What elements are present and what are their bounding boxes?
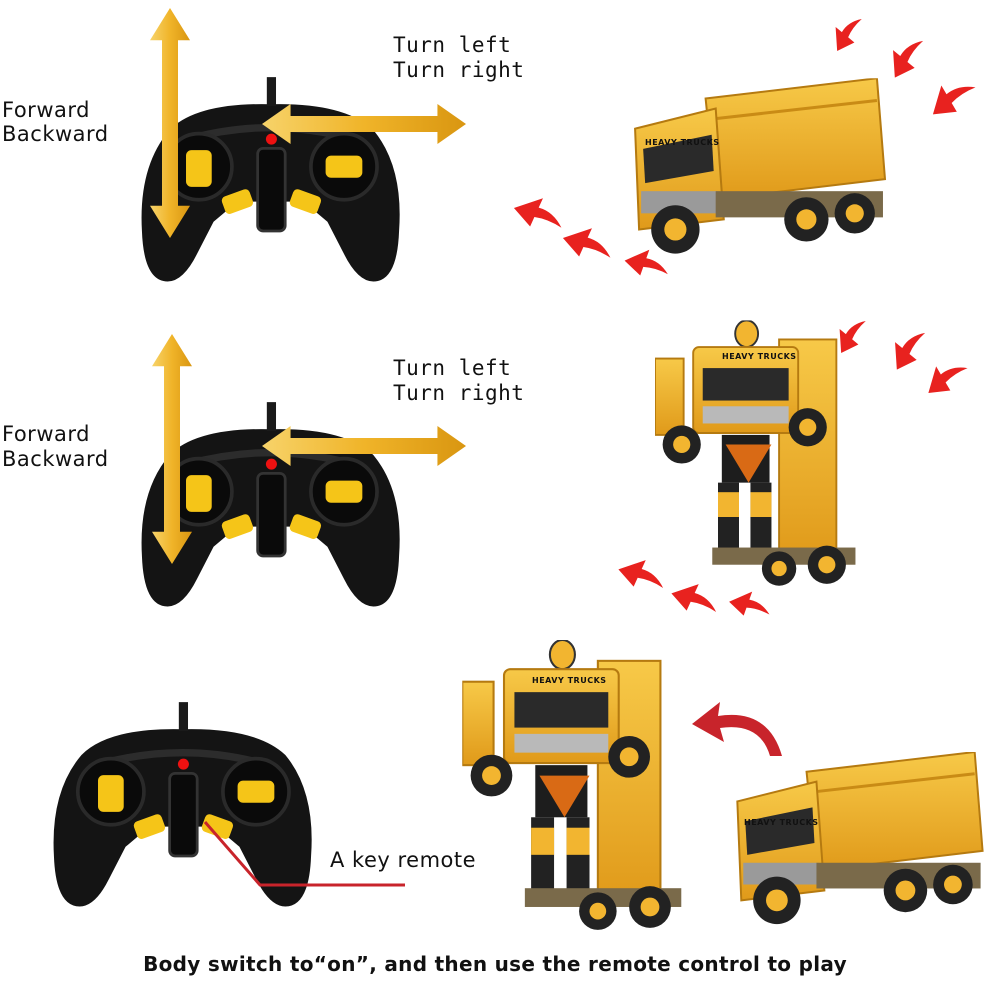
red-motion-arrow-icon bbox=[916, 349, 973, 405]
red-motion-arrow-icon bbox=[921, 68, 981, 126]
truck-image bbox=[625, 78, 887, 260]
robot-badge: HEAVY TRUCKS bbox=[722, 352, 797, 361]
arrow-up-icon bbox=[152, 334, 192, 564]
arrow-up-icon bbox=[150, 8, 190, 238]
truck-image bbox=[722, 752, 990, 930]
panel-truck-mode: Forward Backward Turn left Turn right HE… bbox=[0, 0, 990, 300]
key-remote-label: A key remote bbox=[330, 848, 477, 872]
truck-badge: HEAVY TRUCKS bbox=[744, 818, 819, 827]
backward-label: Backward bbox=[2, 122, 109, 146]
arrow-right-icon bbox=[262, 426, 466, 466]
transform-arrow-icon bbox=[692, 702, 782, 756]
arrow-right-icon bbox=[262, 104, 466, 144]
forward-label: Forward bbox=[2, 98, 90, 122]
red-motion-arrow-icon bbox=[553, 218, 624, 267]
panel-transform: A key remote HEAVY TRUCKS HEAVY TRUCKS bbox=[0, 640, 990, 940]
panel-robot-mode: Forward Backward Turn left Turn right HE… bbox=[0, 320, 990, 630]
red-motion-arrow-icon bbox=[881, 321, 933, 378]
forward-label: Forward bbox=[2, 422, 90, 446]
turn-left-label: Turn left bbox=[393, 356, 512, 380]
backward-label: Backward bbox=[2, 447, 109, 471]
truck-badge: HEAVY TRUCKS bbox=[645, 138, 720, 147]
turn-right-label: Turn right bbox=[393, 58, 525, 82]
turn-left-label: Turn left bbox=[393, 33, 512, 57]
red-motion-arrow-icon bbox=[879, 29, 931, 86]
footer-instruction: Body switch to“on”, and then use the rem… bbox=[143, 952, 847, 976]
red-motion-arrow-icon bbox=[726, 586, 774, 621]
robot-badge: HEAVY TRUCKS bbox=[532, 676, 607, 685]
turn-right-label: Turn right bbox=[393, 381, 525, 405]
key-remote-pointer bbox=[203, 821, 405, 887]
red-motion-arrow-icon bbox=[823, 8, 869, 58]
